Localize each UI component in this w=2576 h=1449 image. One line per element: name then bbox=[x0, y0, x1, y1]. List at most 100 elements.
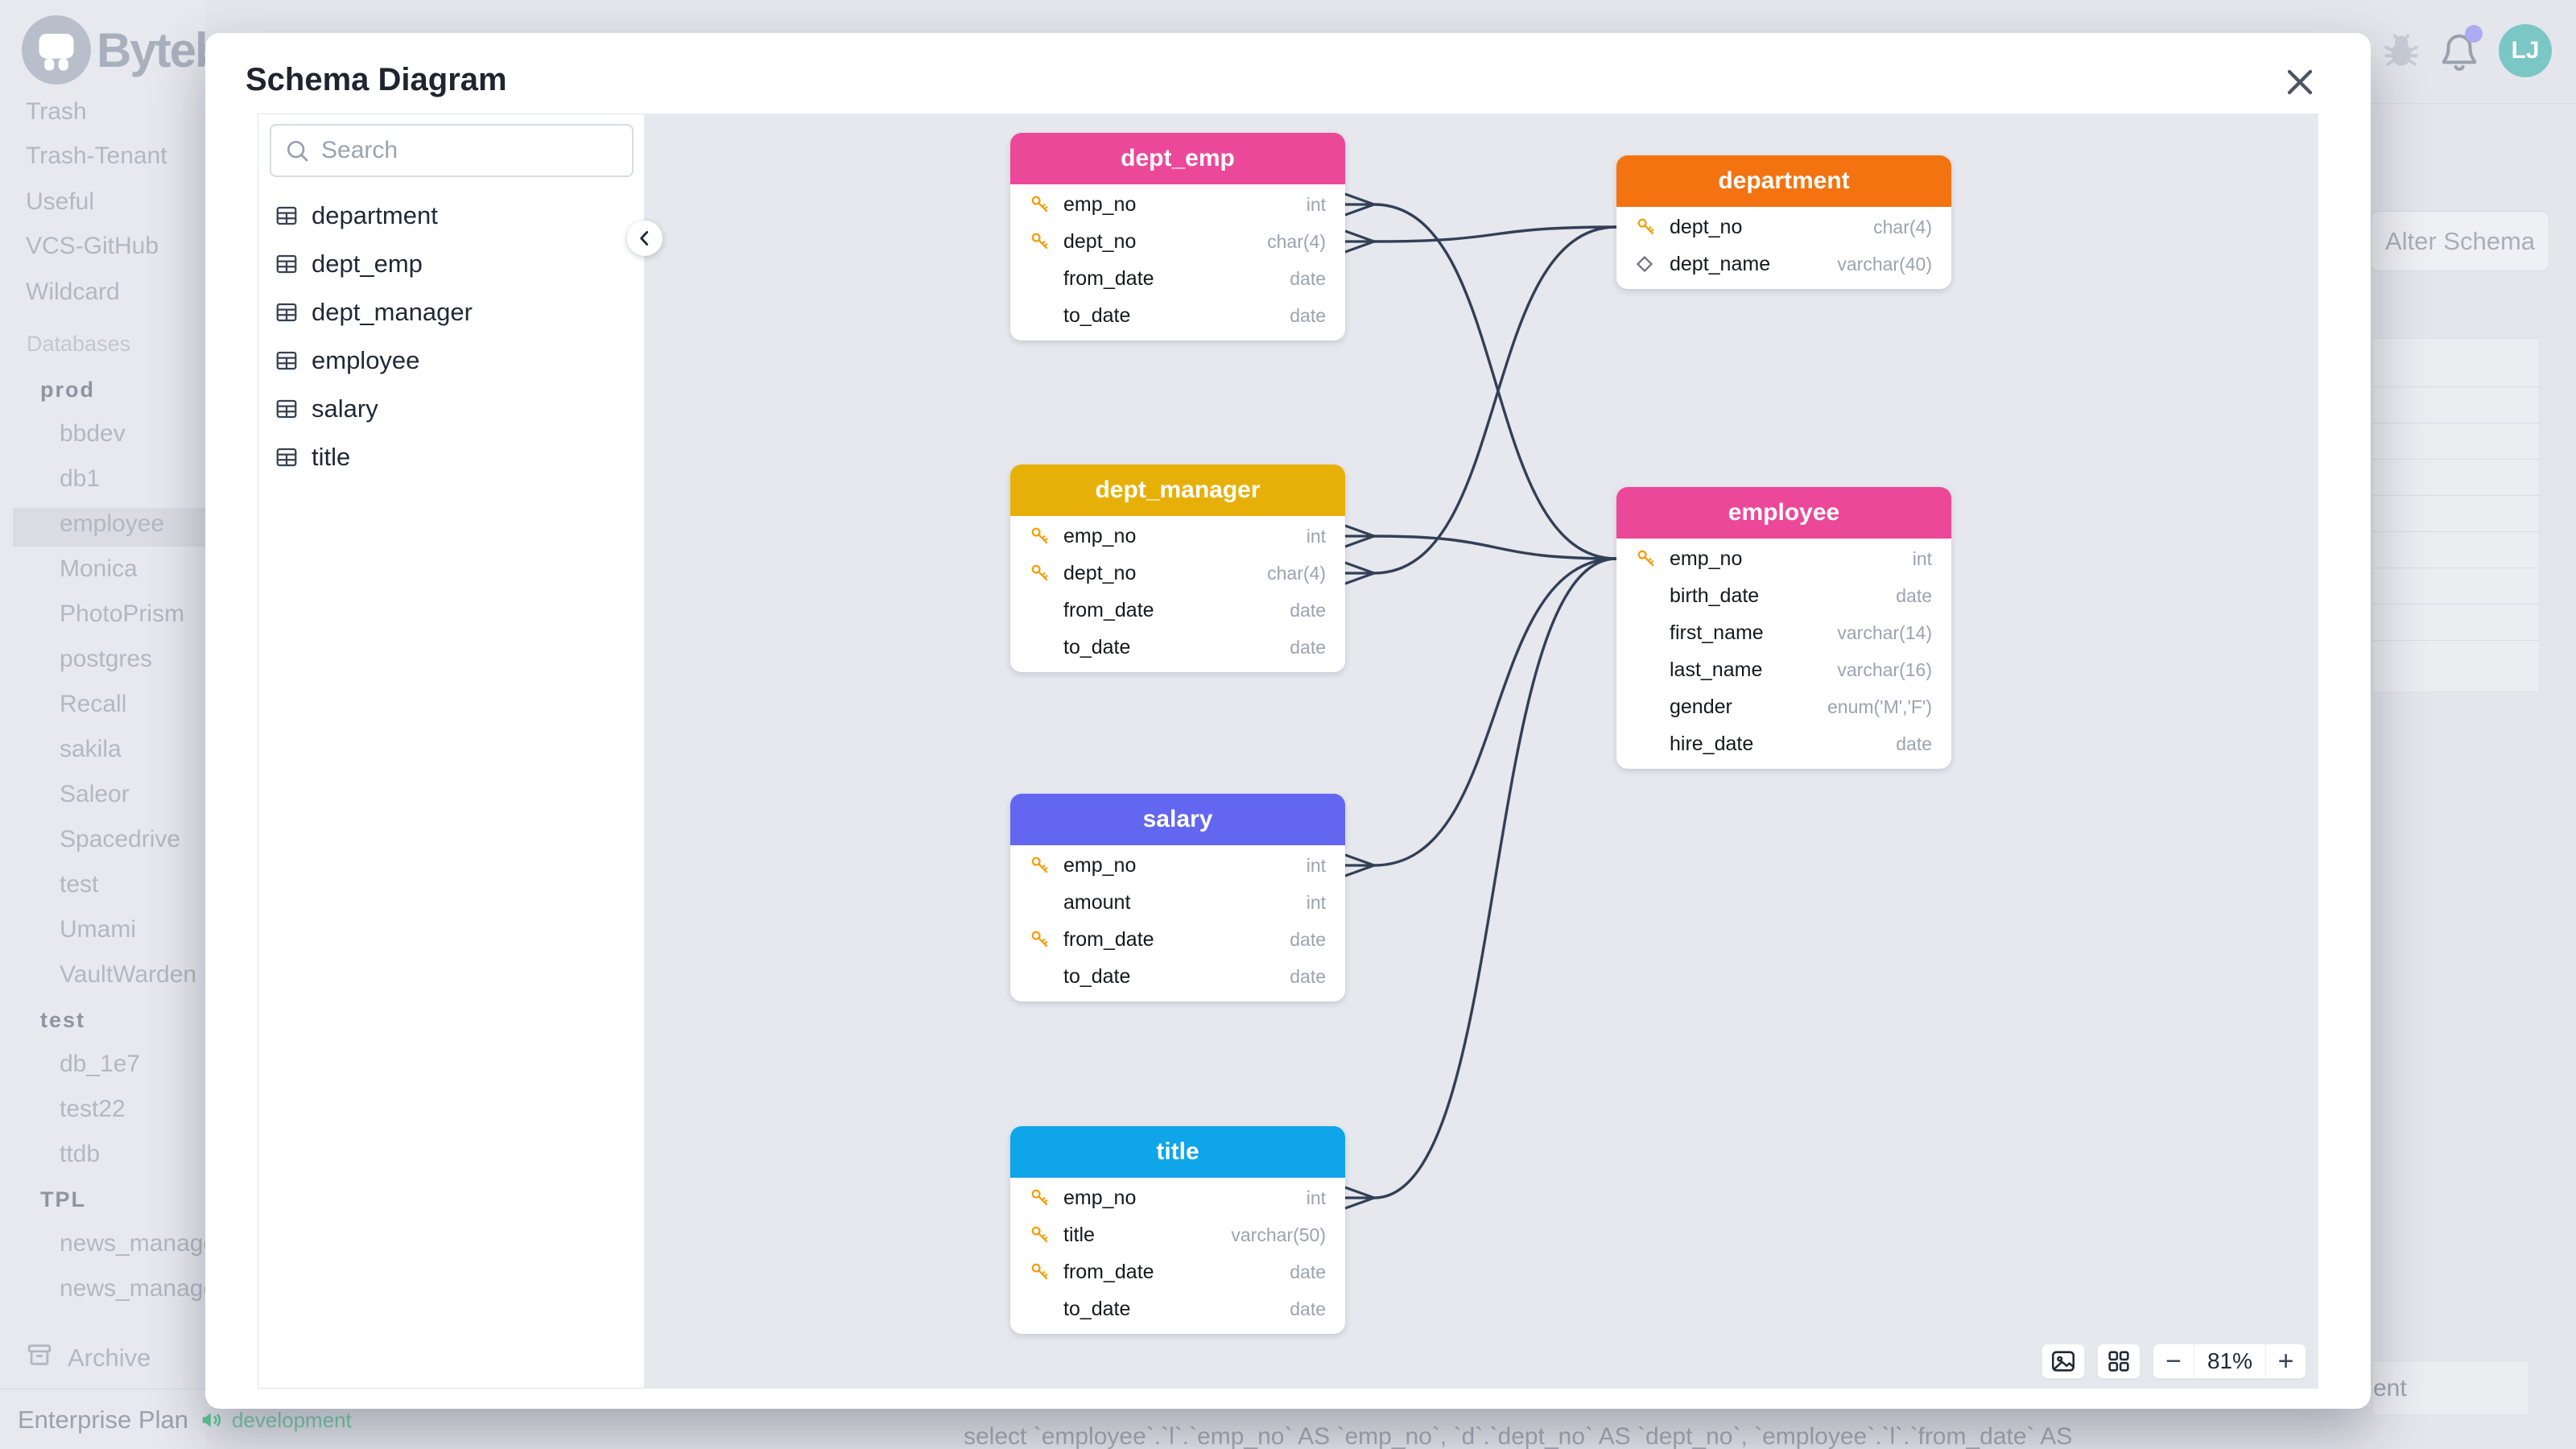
sidebar-section-databases: Databases bbox=[27, 332, 131, 356]
column-row-dept_manager-emp_no: emp_no int bbox=[1010, 518, 1345, 555]
diagram-table-salary[interactable]: salary emp_no int amount int from_date d… bbox=[1010, 794, 1345, 1001]
column-name: first_name bbox=[1670, 621, 1764, 644]
auto-layout-button[interactable] bbox=[2097, 1344, 2140, 1379]
notifications-bell-icon[interactable] bbox=[2438, 31, 2481, 78]
column-name: dept_no bbox=[1063, 229, 1137, 253]
column-type: int bbox=[1306, 193, 1326, 215]
sidebar-db-postgres[interactable]: postgres bbox=[60, 646, 153, 672]
alter-schema-label: Alter Schema bbox=[2384, 226, 2536, 255]
sidebar-item-wildcard[interactable]: Wildcard bbox=[26, 279, 120, 305]
archive-label: Archive bbox=[68, 1344, 151, 1372]
sidebar-db-db1[interactable]: db1 bbox=[60, 465, 101, 492]
sidebar-db-test22[interactable]: test22 bbox=[60, 1096, 126, 1122]
column-name: emp_no bbox=[1063, 524, 1137, 547]
sidebar-db-photoprism[interactable]: PhotoPrism bbox=[60, 601, 185, 627]
alter-schema-button[interactable]: Alter Schema bbox=[2371, 211, 2549, 271]
diagram-table-dept_manager[interactable]: dept_manager emp_no int dept_no char(4) … bbox=[1010, 464, 1345, 672]
sidebar-item-trash[interactable]: Trash bbox=[26, 98, 87, 125]
sidebar-db-recall[interactable]: Recall bbox=[60, 691, 127, 717]
primary-key-icon bbox=[1637, 218, 1654, 235]
column-name: from_date bbox=[1063, 1260, 1154, 1283]
export-image-button[interactable] bbox=[2041, 1344, 2085, 1379]
column-type: int bbox=[1306, 891, 1326, 913]
search-input[interactable] bbox=[321, 137, 619, 164]
diagram-canvas[interactable]: dept_emp emp_no int dept_no char(4) from… bbox=[644, 114, 2318, 1389]
zoom-control-group: − 81% + bbox=[2153, 1344, 2306, 1379]
column-row-department-dept_no: dept_no char(4) bbox=[1616, 208, 1951, 246]
column-type: int bbox=[1912, 547, 1932, 569]
sidebar-db-news_manage[interactable]: news_manage bbox=[60, 1275, 217, 1302]
sidebar-item-useful[interactable]: Useful bbox=[26, 188, 95, 215]
column-name: dept_no bbox=[1063, 561, 1137, 584]
sidebar-db-bbdev[interactable]: bbdev bbox=[60, 420, 126, 447]
table-icon bbox=[276, 206, 297, 225]
zoom-out-button[interactable]: − bbox=[2165, 1345, 2182, 1377]
table-icon bbox=[276, 254, 297, 274]
column-name: birth_date bbox=[1670, 584, 1760, 607]
zoom-level: 81% bbox=[2194, 1344, 2265, 1378]
sidebar-db-news_manage[interactable]: news_manage bbox=[60, 1230, 217, 1257]
selected-db-highlight bbox=[13, 508, 205, 547]
avatar[interactable]: LJ bbox=[2499, 24, 2552, 77]
table-list-label: dept_manager bbox=[312, 298, 473, 326]
table-header-dept_manager: dept_manager bbox=[1010, 464, 1345, 516]
sidebar-db-spacedrive[interactable]: Spacedrive bbox=[60, 826, 181, 852]
column-name: emp_no bbox=[1670, 547, 1743, 570]
primary-key-icon bbox=[1031, 857, 1048, 873]
table-icon bbox=[276, 399, 297, 419]
relationship-edges bbox=[1344, 192, 1617, 1210]
sidebar-db-vaultwarden[interactable]: VaultWarden bbox=[60, 961, 197, 988]
column-row-department-dept_name: dept_name varchar(40) bbox=[1616, 246, 1951, 283]
edge-dept_emp.emp_no-employee.emp_no bbox=[1344, 192, 1375, 217]
table-list-item-dept_emp[interactable]: dept_emp bbox=[258, 240, 644, 288]
column-type: date bbox=[1290, 1261, 1326, 1282]
column-name: amount bbox=[1063, 890, 1131, 914]
sidebar-db-saleor[interactable]: Saleor bbox=[60, 781, 130, 807]
edge-dept_manager.dept_no-department.dept_no bbox=[1344, 561, 1375, 585]
sidebar-item-archive[interactable]: Archive bbox=[26, 1341, 151, 1375]
sidebar-db-monica[interactable]: Monica bbox=[60, 555, 138, 582]
column-name: emp_no bbox=[1063, 192, 1137, 216]
diagram-table-employee[interactable]: employee emp_no int birth_date date firs… bbox=[1616, 487, 1951, 769]
table-list-item-department[interactable]: department bbox=[258, 192, 644, 240]
column-row-dept_emp-dept_no: dept_no char(4) bbox=[1010, 223, 1345, 260]
column-type: int bbox=[1306, 1187, 1326, 1208]
table-list-label: salary bbox=[312, 394, 378, 423]
bug-report-icon[interactable] bbox=[2381, 31, 2421, 75]
close-icon[interactable] bbox=[2279, 61, 2321, 103]
column-name: from_date bbox=[1063, 927, 1154, 951]
column-row-title-title: title varchar(50) bbox=[1010, 1216, 1345, 1253]
table-header-title: title bbox=[1010, 1126, 1345, 1178]
clipped-text-fragment: ent bbox=[2373, 1375, 2407, 1402]
diagram-table-department[interactable]: department dept_no char(4) dept_name var… bbox=[1616, 155, 1951, 289]
table-header-salary: salary bbox=[1010, 794, 1345, 845]
diagram-table-title[interactable]: title emp_no int title varchar(50) from_… bbox=[1010, 1126, 1345, 1334]
column-type: date bbox=[1290, 599, 1326, 621]
sidebar-db-employee[interactable]: employee bbox=[60, 510, 165, 537]
column-name: dept_name bbox=[1670, 252, 1771, 275]
column-type: int bbox=[1306, 525, 1326, 547]
edge-dept_emp.dept_no-department.dept_no bbox=[1344, 229, 1375, 254]
sidebar-item-trash-tenant[interactable]: Trash-Tenant bbox=[26, 142, 167, 169]
sidebar-db-sakila[interactable]: sakila bbox=[60, 736, 122, 762]
column-row-employee-gender: gender enum('M','F') bbox=[1616, 688, 1951, 725]
sidebar-item-vcs-github[interactable]: VCS-GitHub bbox=[26, 233, 159, 259]
table-list-item-dept_manager[interactable]: dept_manager bbox=[258, 288, 644, 336]
bytebase-logo-icon[interactable] bbox=[22, 15, 91, 89]
sidebar-db-ttdb[interactable]: ttdb bbox=[60, 1141, 101, 1167]
sidebar-db-db_1e7[interactable]: db_1e7 bbox=[60, 1051, 141, 1077]
table-list-item-salary[interactable]: salary bbox=[258, 385, 644, 433]
table-list-item-title[interactable]: title bbox=[258, 433, 644, 481]
column-type: varchar(14) bbox=[1837, 621, 1932, 643]
zoom-in-button[interactable]: + bbox=[2265, 1344, 2306, 1378]
table-icon bbox=[276, 303, 297, 322]
table-list-item-employee[interactable]: employee bbox=[258, 336, 644, 385]
column-name: emp_no bbox=[1063, 1186, 1137, 1209]
notification-dot bbox=[2465, 25, 2483, 43]
sidebar-db-umami[interactable]: Umami bbox=[60, 916, 136, 943]
speaker-icon bbox=[200, 1408, 224, 1432]
collapse-panel-button[interactable] bbox=[627, 221, 663, 256]
diagram-table-dept_emp[interactable]: dept_emp emp_no int dept_no char(4) from… bbox=[1010, 133, 1345, 341]
sidebar-db-test[interactable]: test bbox=[60, 871, 99, 898]
